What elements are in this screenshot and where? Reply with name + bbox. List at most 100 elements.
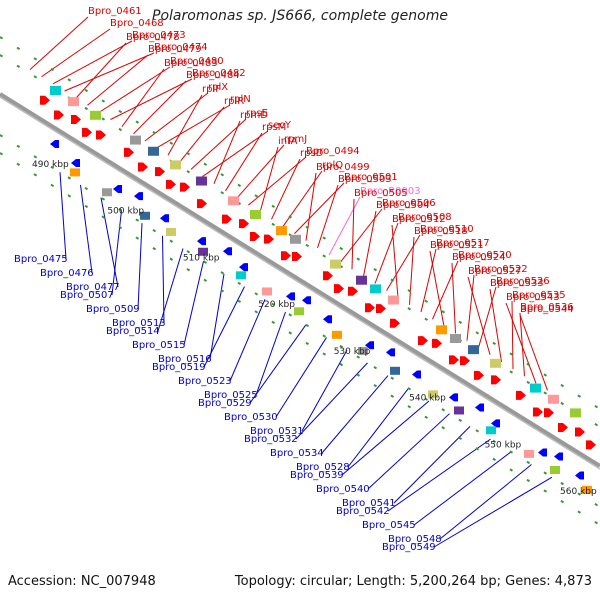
gene-label[interactable]: Bpro_0503 [338,174,392,185]
gene-label[interactable]: Bpro_0505 [354,188,408,199]
gene-label[interactable]: Bpro_0509 [86,304,140,315]
gene-label[interactable]: Bpro_0539 [290,470,344,481]
gene-box-lower [294,307,304,316]
gene-label[interactable]: rpsE [246,108,268,119]
leader-line [87,54,149,106]
forward-gene-arrow [180,182,190,192]
leader-line [351,198,355,270]
leader-line [100,197,119,288]
gene-label[interactable]: Bpro_0531 [250,426,304,437]
gene-label[interactable]: Bpro_0476 [40,268,94,279]
tick-row-0 [0,36,600,410]
gene-label[interactable]: Bpro_0473 [132,30,186,41]
gene-label[interactable]: Bpro_0543 [506,292,560,303]
gene-box-lower [332,330,342,339]
gene-label[interactable]: rpmJ [284,134,307,145]
gene-label[interactable]: Bpro_0512 [392,214,446,225]
gene-label[interactable]: Bpro_0510 [420,224,474,235]
leader-line [59,172,67,260]
gene-label[interactable]: Bpro_0548 [388,534,442,545]
gene-label[interactable]: Bpro_0517 [436,238,490,249]
gene-label[interactable]: Bpro_0478 [126,32,180,43]
gene-label[interactable]: Bpro_0529 [198,398,252,409]
gene-label[interactable]: Bpro_0482 [192,68,246,79]
gene-label[interactable]: rplR [224,96,244,107]
reverse-gene-arrow [286,292,295,301]
forward-gene-arrow [281,251,291,261]
gene-label[interactable]: Bpro_0461 [88,6,142,17]
gene-label[interactable]: Bpro_0530 [224,412,278,423]
gene-box [250,210,261,219]
gene-label[interactable]: Bpro_0525 [204,390,258,401]
gene-label[interactable]: Bpro_0514 [106,326,160,337]
forward-gene-arrow [239,219,249,229]
reverse-gene-arrow [223,247,232,256]
reverse-gene-arrow [538,448,547,457]
gene-label[interactable]: rpsD [300,148,324,159]
gene-label[interactable]: Bpro_0540 [316,484,370,495]
gene-label[interactable]: Bpro_0507 [60,290,114,301]
gene-label[interactable]: Bpro_0499 [316,162,370,173]
gene-label[interactable]: Bpro_0515 [132,340,186,351]
gene-label[interactable]: Bpro_R0003 [360,186,421,197]
gene-label[interactable]: Bpro_0535 [512,290,566,301]
gene-label[interactable]: infA [278,136,298,147]
gene-label[interactable]: rplX [208,82,228,93]
gene-box-lower [198,247,208,256]
gene-label[interactable]: Bpro_0549 [382,542,436,553]
gene-label[interactable]: Bpro_0532 [244,434,298,445]
gene-label[interactable]: rpmD [240,110,268,121]
gene-label[interactable]: Bpro_0513 [112,318,166,329]
forward-gene-arrow [292,252,302,262]
gene-label[interactable]: Bpro_0474 [154,42,208,53]
gene-label[interactable]: Bpro_0521 [430,240,484,251]
gene-label[interactable]: Bpro_0518 [414,226,468,237]
gene-label[interactable]: Bpro_0479 [148,44,202,55]
gene-label[interactable]: Bpro_0526 [496,276,550,287]
gene-label[interactable]: Bpro_0519 [152,362,206,373]
leader-line [98,66,171,113]
gene-label[interactable]: Bpro_0484 [186,70,240,81]
gene-label[interactable]: Bpro_0516 [158,354,212,365]
gene-label[interactable]: rpsM [262,122,286,133]
gene-label[interactable]: Bpro_0501 [344,172,398,183]
leader-line [236,144,285,199]
gene-label[interactable]: Bpro_0528 [296,462,350,473]
gene-label[interactable]: Bpro_0522 [474,264,528,275]
gene-label[interactable]: Bpro_0475 [14,254,68,265]
gene-label[interactable]: Bpro_0504 [376,200,430,211]
gene-box-lower [262,287,272,296]
leader-line [519,312,525,377]
gene-label[interactable]: Bpro_0506 [382,198,436,209]
gene-label[interactable]: Bpro_0494 [306,146,360,157]
reverse-gene-arrow [475,403,484,412]
gene-label[interactable]: Bpro_0483 [164,58,218,69]
gene-label[interactable]: Bpro_0468 [110,18,164,29]
forward-gene-arrow [418,336,428,346]
gene-label[interactable]: secY [268,120,292,131]
gene-label[interactable]: Bpro_0545 [362,520,416,531]
gene-label[interactable]: rplF [202,84,221,95]
gene-label[interactable]: Bpro_0536 [520,302,574,313]
gene-label[interactable]: rplQ [322,160,343,171]
leader-line [433,476,553,548]
leader-line [439,464,532,540]
gene-label[interactable]: Bpro_0480 [170,56,224,67]
gene-label[interactable]: Bpro_0534 [270,448,324,459]
leader-line [341,400,430,476]
gene-box-lower [140,211,150,220]
gene-label[interactable]: Bpro_0520 [458,250,512,261]
gene-label[interactable]: Bpro_0527 [468,266,522,277]
gene-label[interactable]: Bpro_0544 [520,304,574,315]
gene-label[interactable]: rplN [230,94,251,105]
gene-label[interactable]: Bpro_0541 [342,498,396,509]
gene-label[interactable]: Bpro_0477 [66,282,120,293]
gene-label[interactable]: Bpro_0542 [336,506,390,517]
gene-label[interactable]: Bpro_0523 [178,376,232,387]
gene-label[interactable]: Bpro_0508 [398,212,452,223]
leader-line [387,438,491,512]
gene-label[interactable]: Bpro_0533 [490,278,544,289]
gene-label[interactable]: Bpro_0524 [452,252,506,263]
gene-labels[interactable]: Bpro_0461Bpro_0468Bpro_0473Bpro_0474Bpro… [14,6,574,553]
